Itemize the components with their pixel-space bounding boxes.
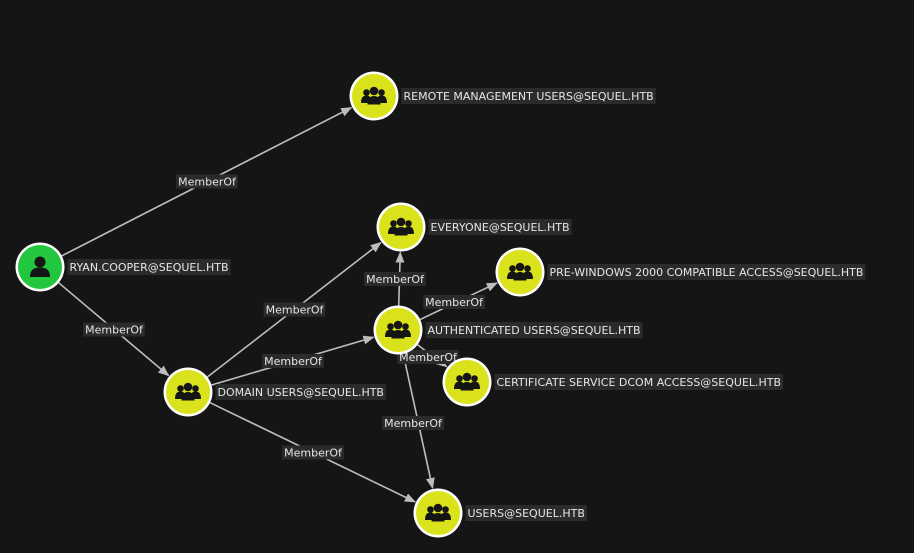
edge-label-text: MemberOf bbox=[425, 296, 484, 309]
edge-label-background bbox=[382, 416, 444, 430]
edge-label-background bbox=[282, 445, 344, 460]
edge-label-background bbox=[176, 174, 238, 189]
node-label: DOMAIN USERS@SEQUEL.HTB bbox=[218, 386, 384, 399]
edge-label-ryan-domusers: MemberOf bbox=[83, 322, 145, 337]
node-label-background bbox=[215, 384, 386, 400]
node-certdcom[interactable]: CERTIFICATE SERVICE DCOM ACCESS@SEQUEL.H… bbox=[442, 357, 784, 407]
edge-label-auth-certdcom: MemberOf bbox=[397, 350, 459, 364]
node-label: USERS@SEQUEL.HTB bbox=[468, 507, 585, 520]
node-label: PRE-WINDOWS 2000 COMPATIBLE ACCESS@SEQUE… bbox=[550, 266, 864, 279]
edge-label-text: MemberOf bbox=[85, 324, 144, 337]
edge-label-domusers-everyone: MemberOf bbox=[263, 302, 326, 317]
node-rmu[interactable]: REMOTE MANAGEMENT USERS@SEQUEL.HTB bbox=[349, 71, 656, 121]
node-label: RYAN.COOPER@SEQUEL.HTB bbox=[70, 261, 229, 274]
node-label-background bbox=[465, 505, 587, 521]
node-ryan[interactable]: RYAN.COOPER@SEQUEL.HTB bbox=[15, 242, 231, 292]
node-label: EVERYONE@SEQUEL.HTB bbox=[431, 221, 570, 234]
edge-label-domusers-auth: MemberOf bbox=[262, 354, 324, 368]
edge-labels-layer: MemberOfMemberOfMemberOfMemberOfMemberOf… bbox=[83, 174, 485, 460]
node-prewin[interactable]: PRE-WINDOWS 2000 COMPATIBLE ACCESS@SEQUE… bbox=[495, 247, 866, 297]
edge-label-background bbox=[262, 354, 324, 368]
edge-label-auth-prewin: MemberOf bbox=[423, 295, 485, 309]
node-label-background bbox=[494, 374, 784, 390]
node-label: CERTIFICATE SERVICE DCOM ACCESS@SEQUEL.H… bbox=[497, 376, 782, 389]
edge-label-background bbox=[364, 272, 426, 286]
edge-label-auth-users: MemberOf bbox=[382, 416, 444, 430]
node-users[interactable]: USERS@SEQUEL.HTB bbox=[413, 488, 587, 538]
node-label: AUTHENTICATED USERS@SEQUEL.HTB bbox=[428, 324, 641, 337]
nodes-layer: RYAN.COOPER@SEQUEL.HTB REMOTE MANAGEMENT … bbox=[15, 71, 866, 538]
node-label-background bbox=[401, 88, 656, 104]
node-everyone[interactable]: EVERYONE@SEQUEL.HTB bbox=[376, 202, 572, 252]
edge-label-text: MemberOf bbox=[264, 355, 323, 368]
node-label-background bbox=[425, 322, 643, 338]
edge-label-background bbox=[397, 350, 459, 364]
edge-label-background bbox=[83, 322, 145, 337]
edge-label-auth-everyone: MemberOf bbox=[364, 272, 426, 286]
node-auth[interactable]: AUTHENTICATED USERS@SEQUEL.HTB bbox=[373, 305, 643, 355]
node-label-background bbox=[428, 219, 572, 235]
edge-label-text: MemberOf bbox=[266, 304, 325, 317]
edge-label-ryan-rmu: MemberOf bbox=[176, 174, 238, 189]
node-label: REMOTE MANAGEMENT USERS@SEQUEL.HTB bbox=[404, 90, 654, 103]
edge-label-text: MemberOf bbox=[384, 417, 443, 430]
node-label-background bbox=[67, 259, 231, 275]
edge-label-background bbox=[263, 302, 326, 317]
node-domusers[interactable]: DOMAIN USERS@SEQUEL.HTB bbox=[163, 367, 386, 417]
edge-label-text: MemberOf bbox=[178, 176, 237, 189]
edge-label-background bbox=[423, 295, 485, 309]
edge-label-text: MemberOf bbox=[284, 447, 343, 460]
edge-label-text: MemberOf bbox=[366, 273, 425, 286]
edge-label-text: MemberOf bbox=[399, 351, 458, 364]
node-label-background bbox=[547, 264, 866, 280]
edge-label-domusers-users: MemberOf bbox=[282, 445, 344, 460]
